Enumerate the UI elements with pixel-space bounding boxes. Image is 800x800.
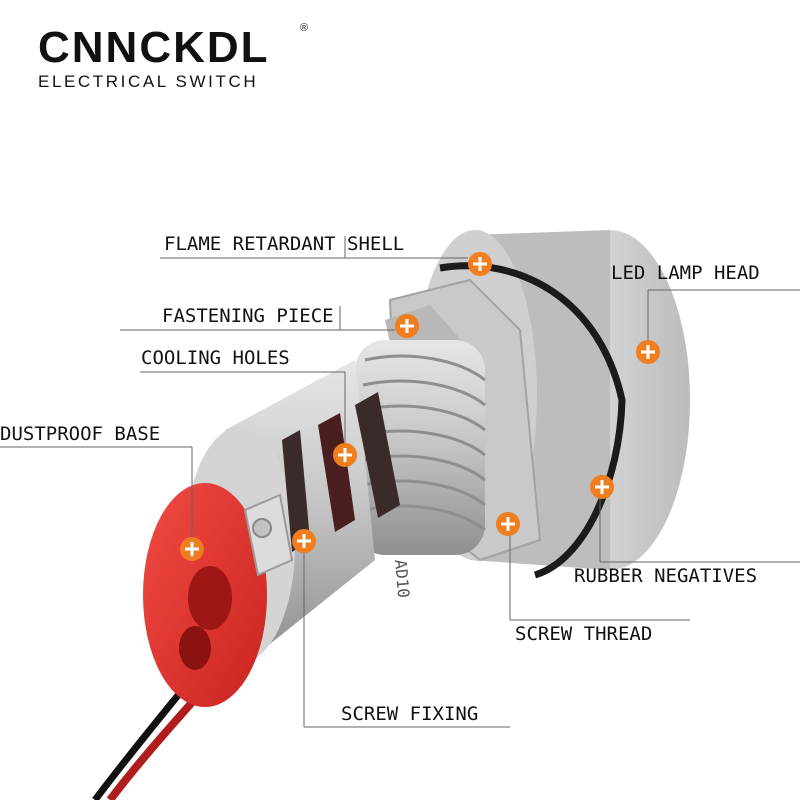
label-rubber-negatives: RUBBER NEGATIVES [574, 565, 758, 587]
dustproof-base [143, 483, 267, 707]
marker-fastening-piece-plus-icon [395, 314, 419, 338]
label-screw-thread: SCREW THREAD [515, 623, 653, 645]
brand-tagline: ELECTRICAL SWITCH [38, 72, 259, 91]
brand-name: CNNCKDL [38, 23, 270, 72]
label-screw-fixing: SCREW FIXING [341, 703, 479, 725]
screw-terminal [243, 493, 294, 577]
marker-rubber-negatives-plus-icon [590, 475, 614, 499]
marker-flame-retardant-shell-plus-icon [468, 252, 492, 276]
marker-cooling-holes-plus-icon [333, 443, 357, 467]
callout-markers [180, 252, 660, 561]
marker-screw-fixing-plus-icon [292, 529, 316, 553]
marker-led-lamp-head-plus-icon [636, 340, 660, 364]
product-marking: AD10 [391, 559, 413, 599]
registered-mark: ® [300, 22, 309, 34]
label-led-lamp-head: LED LAMP HEAD [611, 262, 760, 284]
label-flame-retardant-shell: FLAME RETARDANT SHELL [164, 233, 405, 255]
label-dustproof-base: DUSTPROOF BASE [0, 423, 161, 445]
label-fastening-piece: FASTENING PIECE [162, 305, 334, 327]
marker-dustproof-base-plus-icon [180, 537, 204, 561]
rubber-ring [439, 262, 626, 579]
label-cooling-holes: COOLING HOLES [141, 347, 290, 369]
brand-logo: CNNCKDL ELECTRICAL SWITCH [38, 26, 318, 92]
marker-screw-thread-plus-icon [496, 512, 520, 536]
leader-lines [0, 236, 800, 728]
